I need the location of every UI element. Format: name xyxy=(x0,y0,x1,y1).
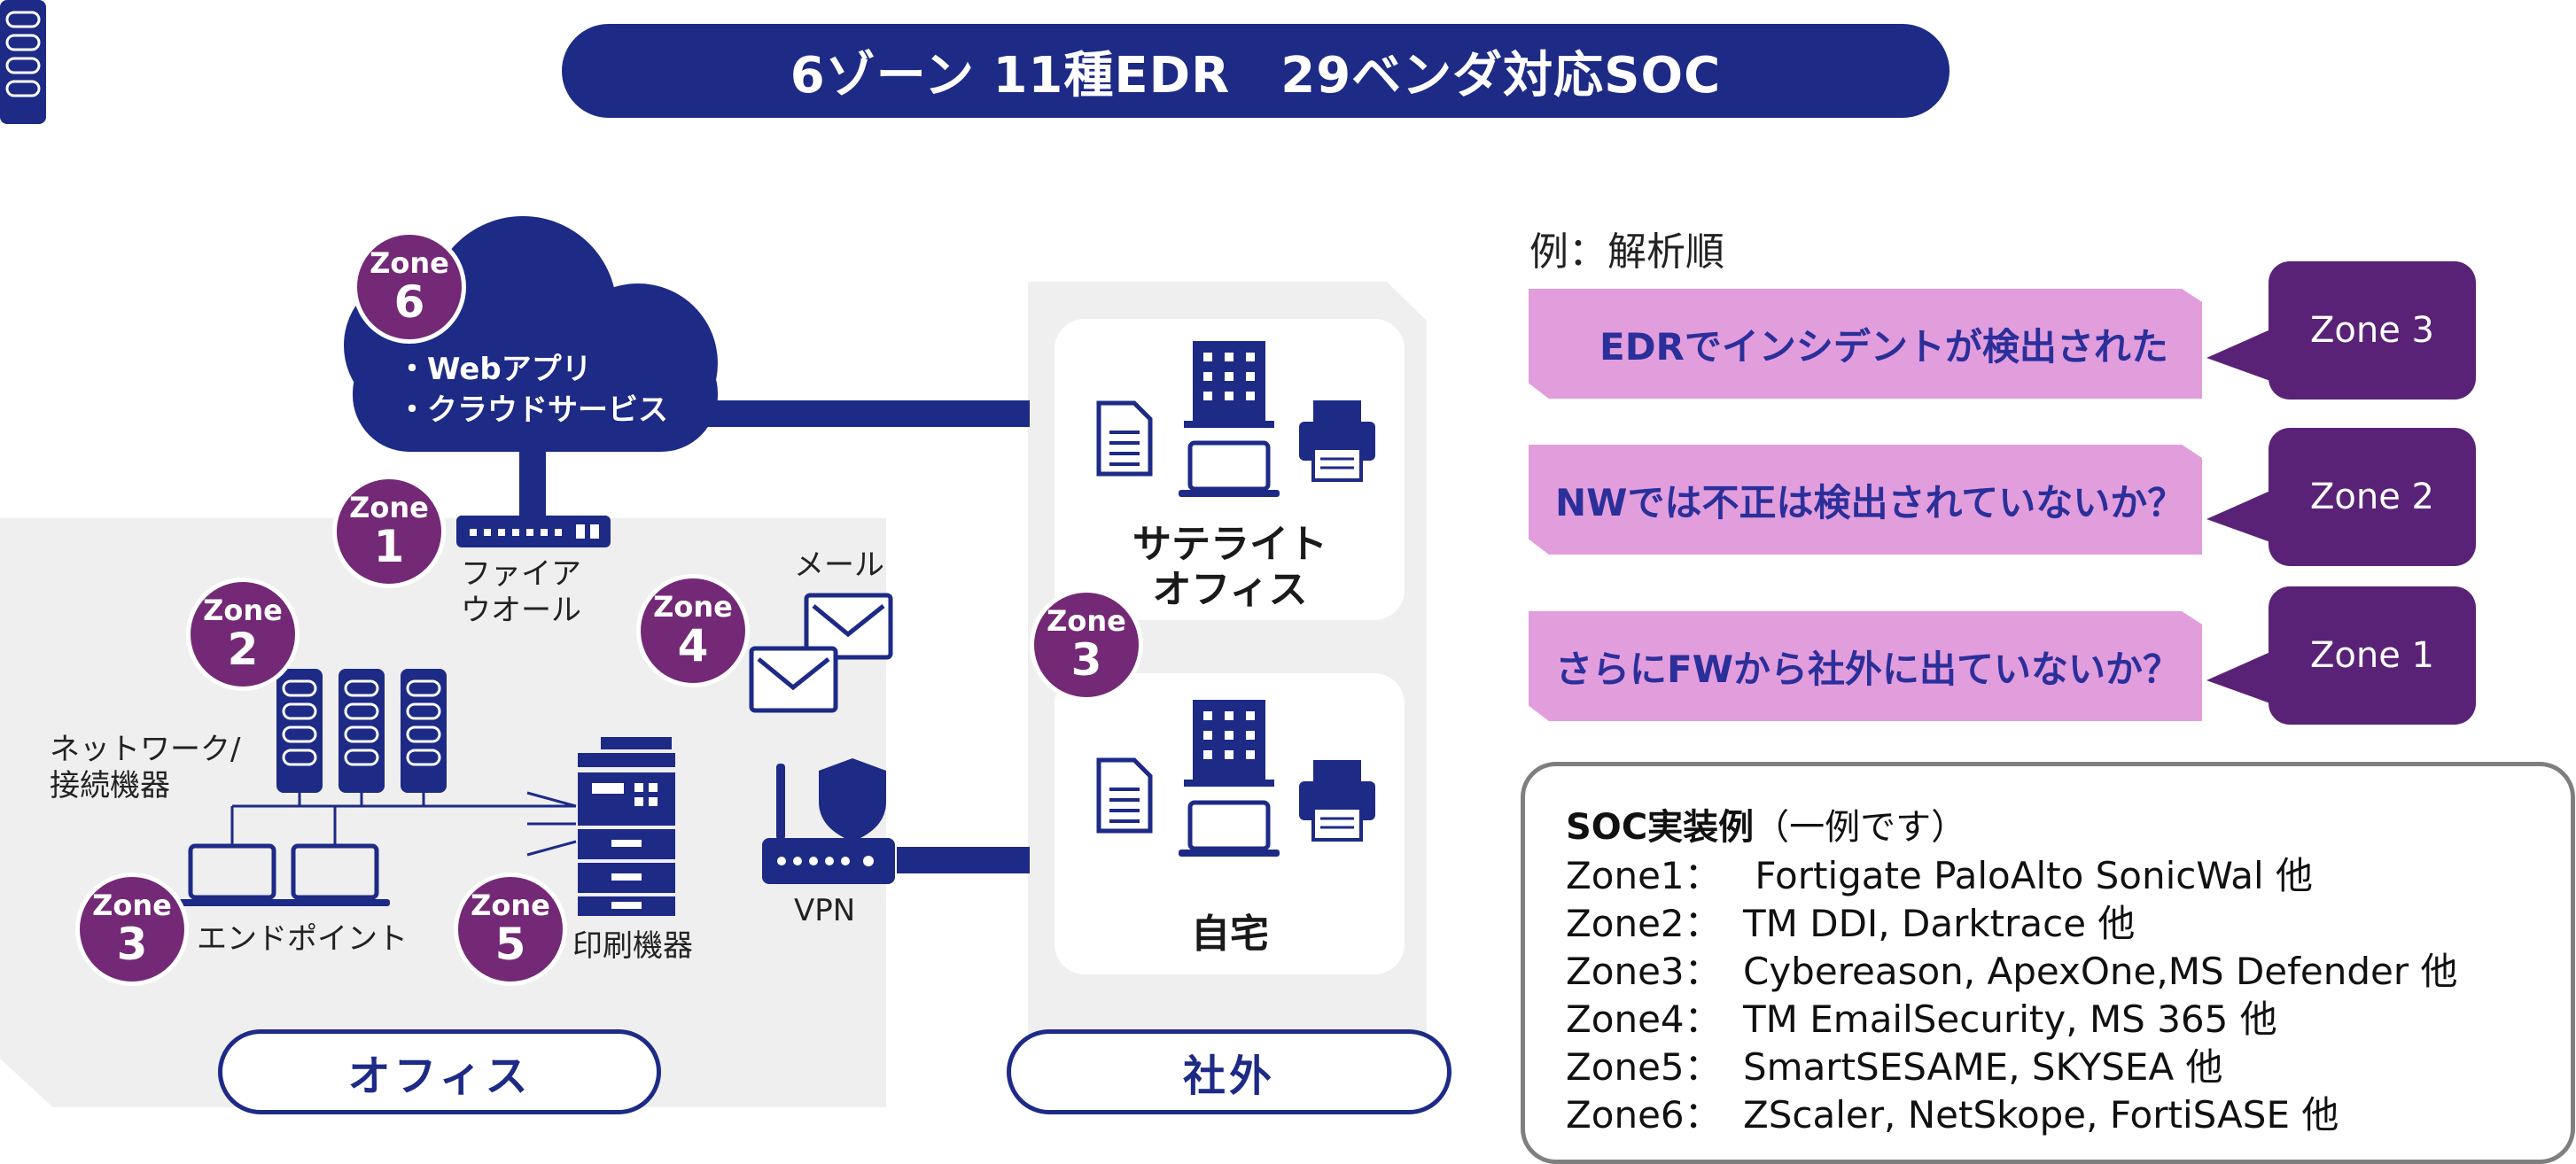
analysis-question-1-text: EDRでインシデントが検出された xyxy=(1599,324,2168,369)
vpn-label: VPN xyxy=(794,893,856,928)
building-icon xyxy=(1184,341,1274,428)
analysis-zone-3: Zone 1 xyxy=(2269,586,2476,725)
satellite-card xyxy=(1055,319,1405,620)
analysis-question-1: EDRでインシデントが検出された xyxy=(1529,289,2202,399)
cloud-line-cloudservice: ・クラウドサービス xyxy=(397,392,668,428)
printer-icon xyxy=(1299,400,1375,482)
analysis-question-2: NWでは不正は検出されていないか？ xyxy=(1529,445,2202,555)
mfp-printer-icon xyxy=(578,737,675,916)
callout-pointers xyxy=(2206,330,2270,703)
office-area xyxy=(0,518,886,1107)
analysis-question-3-text: さらにFWから社外に出ていないか？ xyxy=(1555,647,2181,691)
envelope-icon xyxy=(749,593,893,713)
cloud-services-label: ・Webアプリ ・クラウドサービス xyxy=(397,350,668,431)
firewall-label: ファイア ウオール xyxy=(461,556,581,628)
server-rack-icon xyxy=(0,0,46,124)
document-icon xyxy=(1096,757,1153,834)
analysis-heading: 例：解析順 xyxy=(1529,229,1724,275)
soc-row: Zone5：SmartSESAME, SKYSEA 他 xyxy=(1566,1045,2223,1089)
analysis-question-3: さらにFWから社外に出ていないか？ xyxy=(1529,611,2202,721)
analysis-zone-1: Zone 3 xyxy=(2269,261,2476,400)
soc-implementation-panel: SOC実装例（一例です） Zone1： Fortigate PaloAlto S… xyxy=(1521,762,2575,1164)
shield-icon xyxy=(819,758,886,842)
analysis-question-2-text: NWでは不正は検出されていないか？ xyxy=(1555,480,2185,524)
router-icon xyxy=(762,764,895,884)
soc-title-note: （一例です） xyxy=(1754,807,1967,848)
page-title: 6ゾーン 11種EDR 29ベンダ対応SOC xyxy=(562,24,1950,118)
cloud-link xyxy=(673,400,1030,427)
satellite-office-label: サテライト オフィス xyxy=(1132,522,1327,612)
soc-row: Zone2：TM DDI, Darktrace 他 xyxy=(1566,902,2136,945)
printer-label: 印刷機器 xyxy=(572,928,693,964)
soc-title: SOC実装例（一例です） xyxy=(1566,798,1966,850)
analysis-zone-2: Zone 2 xyxy=(2269,428,2476,566)
firewall-icon xyxy=(456,516,611,547)
cloud-line-webapp: ・Webアプリ xyxy=(397,352,592,387)
endpoint-label: エンドポイント xyxy=(197,921,408,957)
network-label: ネットワーク/ 接続機器 xyxy=(50,732,241,803)
home-card xyxy=(1055,673,1405,974)
soc-row: Zone3：Cybereason, ApexOne,MS Defender 他 xyxy=(1566,950,2458,993)
home-label: 自宅 xyxy=(1191,912,1269,957)
mail-label: メール xyxy=(794,547,884,583)
external-area-label: 社外 xyxy=(1007,1029,1451,1114)
vpn-link xyxy=(897,847,1030,873)
soc-row: Zone6：ZScaler, NetSkope, FortiSASE 他 xyxy=(1566,1093,2339,1137)
office-area-label: オフィス xyxy=(218,1029,661,1114)
printer-icon xyxy=(1299,760,1375,842)
laptop-icon xyxy=(177,843,390,906)
laptop-icon xyxy=(1179,440,1280,497)
document-icon xyxy=(1096,400,1153,477)
lan-lines xyxy=(230,791,577,857)
soc-row: Zone1： Fortigate PaloAlto SonicWal 他 xyxy=(1566,854,2313,897)
cloud-firewall-link xyxy=(519,443,546,516)
soc-row: Zone4：TM EmailSecurity, MS 365 他 xyxy=(1566,997,2277,1041)
soc-title-main: SOC実装例 xyxy=(1566,807,1755,848)
building-icon xyxy=(1184,700,1274,787)
laptop-icon xyxy=(1179,800,1280,857)
